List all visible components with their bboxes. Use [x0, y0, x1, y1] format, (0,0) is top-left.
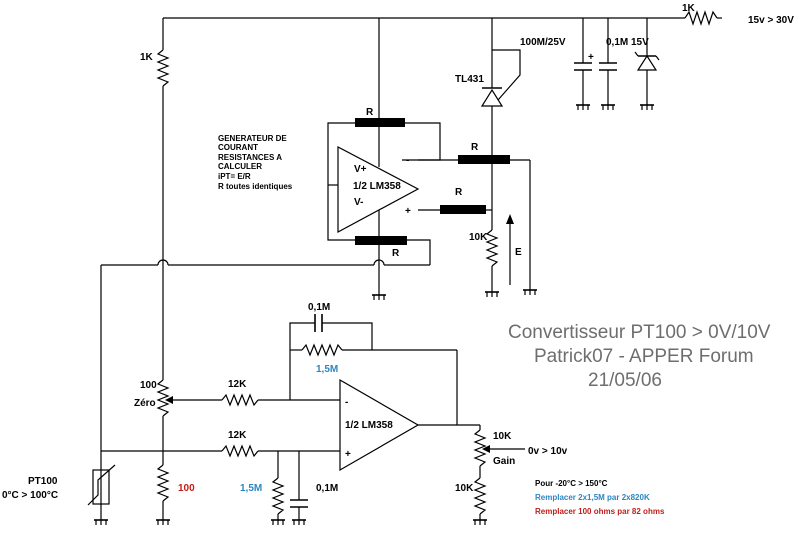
cap1-label: 100M/25V: [520, 37, 566, 48]
zener-label: 15V: [631, 37, 649, 48]
gen-r10k-label: 10K: [469, 232, 488, 243]
gen-note-2: COURANT: [218, 143, 258, 152]
amp-r1: [172, 393, 340, 407]
gen-r-bottom: [355, 236, 407, 245]
amp-opamp-label: 1/2 LM358: [345, 420, 393, 431]
gen-note-3: RESISTANCES A: [218, 153, 282, 162]
tl431-reference: [480, 18, 521, 210]
gen-note-6: R toutes identiques: [218, 182, 293, 191]
gen-r-mid: [458, 155, 510, 164]
e-label: E: [515, 247, 522, 258]
amp-r15m-ground: [271, 451, 285, 520]
amp-cap2-label: 0,1M: [316, 483, 338, 494]
gen-note-1: GENERATEUR DE: [218, 134, 287, 143]
gen-r10k: [485, 210, 499, 292]
ground-caps: [576, 104, 654, 110]
zero-pot-value: 100: [140, 380, 157, 391]
resistor-1k-left: [156, 18, 170, 380]
gen-note-4: CALCULER: [218, 162, 262, 171]
ground-bottom: [94, 504, 487, 525]
r100-label: 100: [178, 483, 195, 494]
supply-rail: [163, 10, 722, 26]
gain-r10k-label: 10K: [455, 483, 474, 494]
gen-opamp: [327, 18, 531, 295]
gen-r-mid2: [440, 205, 486, 214]
gen-vplus: V+: [354, 164, 367, 175]
amp-r2-label: 12K: [228, 430, 247, 441]
gen-r-top: [355, 118, 405, 127]
gen-r-bottom-label: R: [392, 248, 400, 259]
amp-cap-label: 0,1M: [308, 302, 330, 313]
filter-capacitors: [574, 18, 617, 105]
tl431-label: TL431: [455, 74, 484, 85]
sensor-wire: [100, 259, 430, 505]
amp-r15m-label: 1,5M: [240, 483, 262, 494]
note-line-3: Remplacer 100 ohms par 82 ohms: [535, 507, 665, 516]
gen-opamp-label: 1/2 LM358: [353, 181, 401, 192]
pt100-name: PT100: [28, 476, 58, 487]
ground-gen: [372, 289, 537, 300]
gain-pot-name: Gain: [493, 456, 515, 467]
gen-r-mid-label: R: [471, 142, 479, 153]
amp-cap2: [290, 451, 308, 520]
amp-feedback: [289, 314, 458, 425]
amp-opamp: [339, 378, 480, 472]
gen-r-top-label: R: [366, 107, 374, 118]
output-label: 0v > 10v: [528, 446, 568, 457]
gen-plus: +: [405, 206, 411, 217]
amp-plus: +: [345, 449, 351, 460]
title-line-3: 21/05/06: [588, 370, 662, 391]
amp-minus: -: [345, 397, 348, 408]
note-line-2: Remplacer 2x1,5M par 2x820K: [535, 493, 650, 502]
amp-r1-label: 12K: [228, 379, 247, 390]
note-line-1: Pour -20°C > 150°C: [535, 479, 608, 488]
cap2-label: 0,1M: [606, 37, 628, 48]
e-arrow: [506, 214, 514, 285]
polarity-plus: +: [588, 52, 594, 63]
amp-r2: [101, 444, 340, 458]
gen-vminus: V-: [354, 197, 363, 208]
supply-range-label: 15v > 30V: [748, 15, 794, 26]
gen-note-5: iPT= E/R: [218, 172, 251, 181]
title-line-2: Patrick07 - APPER Forum: [534, 346, 754, 367]
zero-pot-name: Zéro: [134, 398, 156, 409]
title-line-1: Convertisseur PT100 > 0V/10V: [508, 322, 771, 343]
amp-rf-label: 1,5M: [316, 364, 338, 375]
gain-pot-value: 10K: [493, 431, 512, 442]
supply-resistor-label: 1K: [682, 3, 696, 14]
gen-r-mid2-label: R: [455, 187, 463, 198]
pt100-range: 0°C > 100°C: [2, 490, 58, 501]
gain-pot: [473, 425, 525, 520]
gen-minus: -: [406, 155, 409, 166]
left-resistor-label: 1K: [140, 52, 154, 63]
zero-pot: [156, 379, 173, 520]
zener-diode: [634, 18, 660, 105]
